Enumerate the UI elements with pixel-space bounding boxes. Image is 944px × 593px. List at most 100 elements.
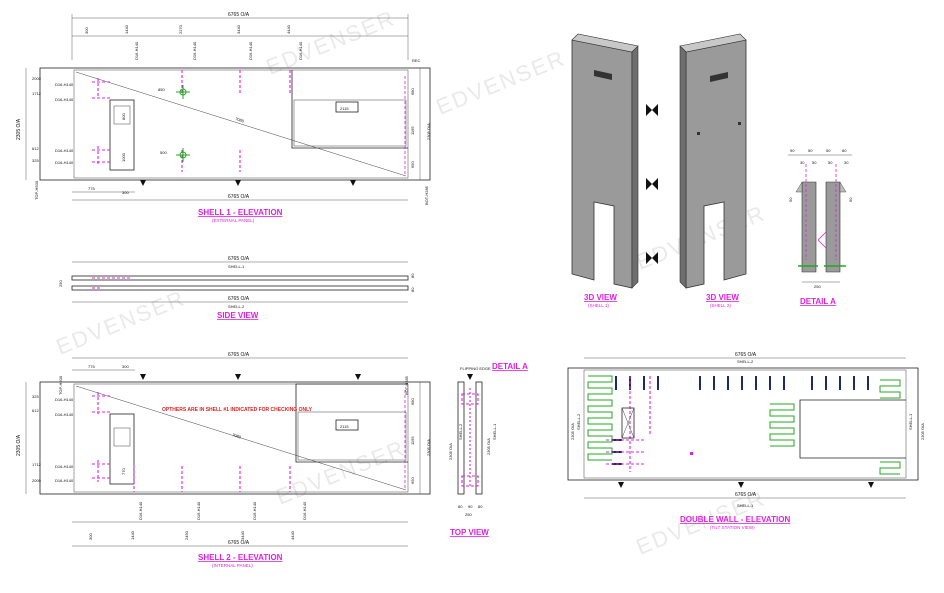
- svg-text:D16-H140: D16-H140: [134, 41, 139, 60]
- svg-text:6765 O/A: 6765 O/A: [228, 256, 250, 262]
- detail-a-title: DETAIL A: [800, 297, 836, 306]
- svg-text:D16-H140: D16-H140: [55, 412, 74, 417]
- svg-text:D16-H140: D16-H140: [55, 464, 74, 469]
- svg-text:2305 O/A: 2305 O/A: [448, 443, 453, 460]
- svg-text:FLIPPING EDGE: FLIPPING EDGE: [460, 366, 491, 371]
- svg-text:6765 O/A: 6765 O/A: [228, 194, 250, 200]
- svg-text:SHELL-1: SHELL-1: [492, 423, 497, 440]
- double-wall-elevation: 6765 O/A SHELL-2 2305 O/A SHELL-2 2305 O…: [567, 352, 925, 530]
- shell1-overall-dim: 6765 O/A: [228, 12, 250, 18]
- svg-text:2450: 2450: [184, 530, 189, 540]
- svg-text:325: 325: [32, 394, 39, 399]
- svg-text:TOP-H500: TOP-H500: [58, 375, 63, 395]
- watermark-2: EDVENSER: [433, 45, 569, 120]
- svg-text:1195: 1195: [410, 436, 415, 445]
- svg-text:1195: 1195: [410, 126, 415, 135]
- view3d-shell2-title: 3D VIEW: [706, 293, 739, 302]
- double-wall-bars: [612, 376, 869, 465]
- svg-text:SHELL-2: SHELL-2: [576, 413, 581, 430]
- detail-a: 90 50 50 80 30 50 50 30 50 50 250 DETAIL…: [788, 148, 853, 306]
- svg-text:300: 300: [88, 533, 93, 540]
- svg-text:90: 90: [468, 504, 473, 509]
- double-wall-subtitle: (TILT STATION VIEW): [710, 525, 755, 530]
- svg-text:D16-H140: D16-H140: [302, 501, 307, 520]
- shell2-elevation: 6765 O/A 775 300 TOP-H500 BOT-H285 7080 …: [16, 352, 431, 568]
- shell1-title: SHELL 1 - ELEVATION: [198, 208, 283, 217]
- svg-text:3440: 3440: [236, 24, 241, 34]
- svg-text:6765 O/A: 6765 O/A: [228, 296, 250, 302]
- svg-text:612: 612: [32, 408, 39, 413]
- double-wall-title: DOUBLE WALL - ELEVATION: [680, 515, 790, 524]
- svg-text:300: 300: [122, 364, 129, 369]
- svg-text:D16-H140: D16-H140: [138, 501, 143, 520]
- svg-text:4440: 4440: [290, 530, 295, 540]
- svg-text:80: 80: [478, 504, 483, 509]
- view3d-shell2-subtitle: (SHELL 2): [710, 303, 731, 308]
- svg-text:D16-H140: D16-H140: [55, 478, 74, 483]
- svg-text:D16-H140: D16-H140: [55, 82, 74, 87]
- svg-text:50: 50: [848, 197, 853, 202]
- svg-text:D16-H140: D16-H140: [55, 397, 74, 402]
- svg-text:1000: 1000: [121, 152, 126, 162]
- svg-text:D16-H140: D16-H140: [55, 148, 74, 153]
- svg-text:250: 250: [58, 280, 63, 287]
- shell1-subtitle: (EXTERNAL PANEL): [212, 218, 255, 223]
- svg-text:800: 800: [121, 113, 126, 120]
- svg-text:6765 O/A: 6765 O/A: [735, 492, 757, 498]
- svg-text:D16-H140: D16-H140: [192, 41, 197, 60]
- svg-text:80: 80: [842, 148, 847, 153]
- svg-text:D16-H140: D16-H140: [248, 41, 253, 60]
- svg-text:2115: 2115: [340, 106, 349, 111]
- svg-text:680: 680: [410, 398, 415, 405]
- svg-text:REC: REC: [412, 58, 421, 63]
- shell2-note: OPTHERS ARE IN SHELL #1 INDICATED FOR CH…: [162, 407, 313, 413]
- watermark-4: EDVENSER: [53, 285, 189, 360]
- svg-text:50: 50: [788, 197, 793, 202]
- svg-text:2305 O/A: 2305 O/A: [920, 423, 925, 440]
- svg-text:D16-H140: D16-H140: [252, 501, 257, 520]
- svg-text:2305 O/A: 2305 O/A: [16, 434, 22, 456]
- svg-text:SHELL-1: SHELL-1: [908, 413, 913, 430]
- svg-text:90: 90: [790, 148, 795, 153]
- svg-text:250: 250: [814, 284, 821, 289]
- top-view-title: TOP VIEW: [450, 528, 489, 537]
- svg-text:6765 O/A: 6765 O/A: [228, 352, 250, 358]
- svg-text:300: 300: [122, 190, 129, 195]
- svg-text:612: 612: [32, 146, 39, 151]
- svg-text:2305 O/A: 2305 O/A: [426, 439, 431, 456]
- svg-text:SHELL-2: SHELL-2: [228, 304, 245, 309]
- svg-text:3440: 3440: [240, 530, 245, 540]
- svg-text:2305 O/A: 2305 O/A: [486, 438, 491, 455]
- svg-text:2305 O/A: 2305 O/A: [16, 118, 22, 140]
- svg-text:7080: 7080: [232, 432, 243, 440]
- svg-text:50: 50: [826, 148, 831, 153]
- side-view-title: SIDE VIEW: [217, 311, 259, 320]
- svg-text:80: 80: [410, 273, 415, 278]
- svg-text:650: 650: [410, 477, 415, 484]
- svg-text:1440: 1440: [130, 530, 135, 540]
- svg-text:2000: 2000: [32, 76, 42, 81]
- svg-text:30: 30: [844, 160, 849, 165]
- svg-text:2305 O/A: 2305 O/A: [426, 123, 431, 140]
- svg-text:BOT-H285: BOT-H285: [404, 375, 409, 395]
- svg-text:770: 770: [121, 468, 126, 475]
- top-view: FLIPPING EDGE 2305 O/A 2305 O/A SHELL-1 …: [448, 362, 528, 537]
- svg-text:D16-H140: D16-H140: [298, 41, 303, 60]
- view3d-shell1-title: 3D VIEW: [584, 293, 617, 302]
- svg-text:2305 O/A: 2305 O/A: [570, 423, 575, 440]
- svg-text:50: 50: [808, 148, 813, 153]
- svg-text:500: 500: [160, 150, 167, 155]
- svg-text:D16-H140: D16-H140: [196, 501, 201, 520]
- svg-text:BOT-H285: BOT-H285: [424, 185, 429, 205]
- svg-text:650: 650: [410, 161, 415, 168]
- svg-text:SHELL-2: SHELL-2: [458, 423, 463, 440]
- svg-text:SHELL-2: SHELL-2: [737, 359, 754, 364]
- view3d-shell2: 3D VIEW (SHELL 2): [679, 33, 747, 308]
- side-view: 6765 O/A SHELL-1 250 80 80 6765 O/A SHEL…: [58, 256, 415, 320]
- shell2-subtitle: (INTERNAL PANEL): [212, 563, 253, 568]
- svg-text:D16-H140: D16-H140: [55, 160, 74, 165]
- svg-text:D16-H140: D16-H140: [55, 97, 74, 102]
- svg-text:4440: 4440: [286, 24, 291, 34]
- shell2-panel-outline: [39, 381, 431, 495]
